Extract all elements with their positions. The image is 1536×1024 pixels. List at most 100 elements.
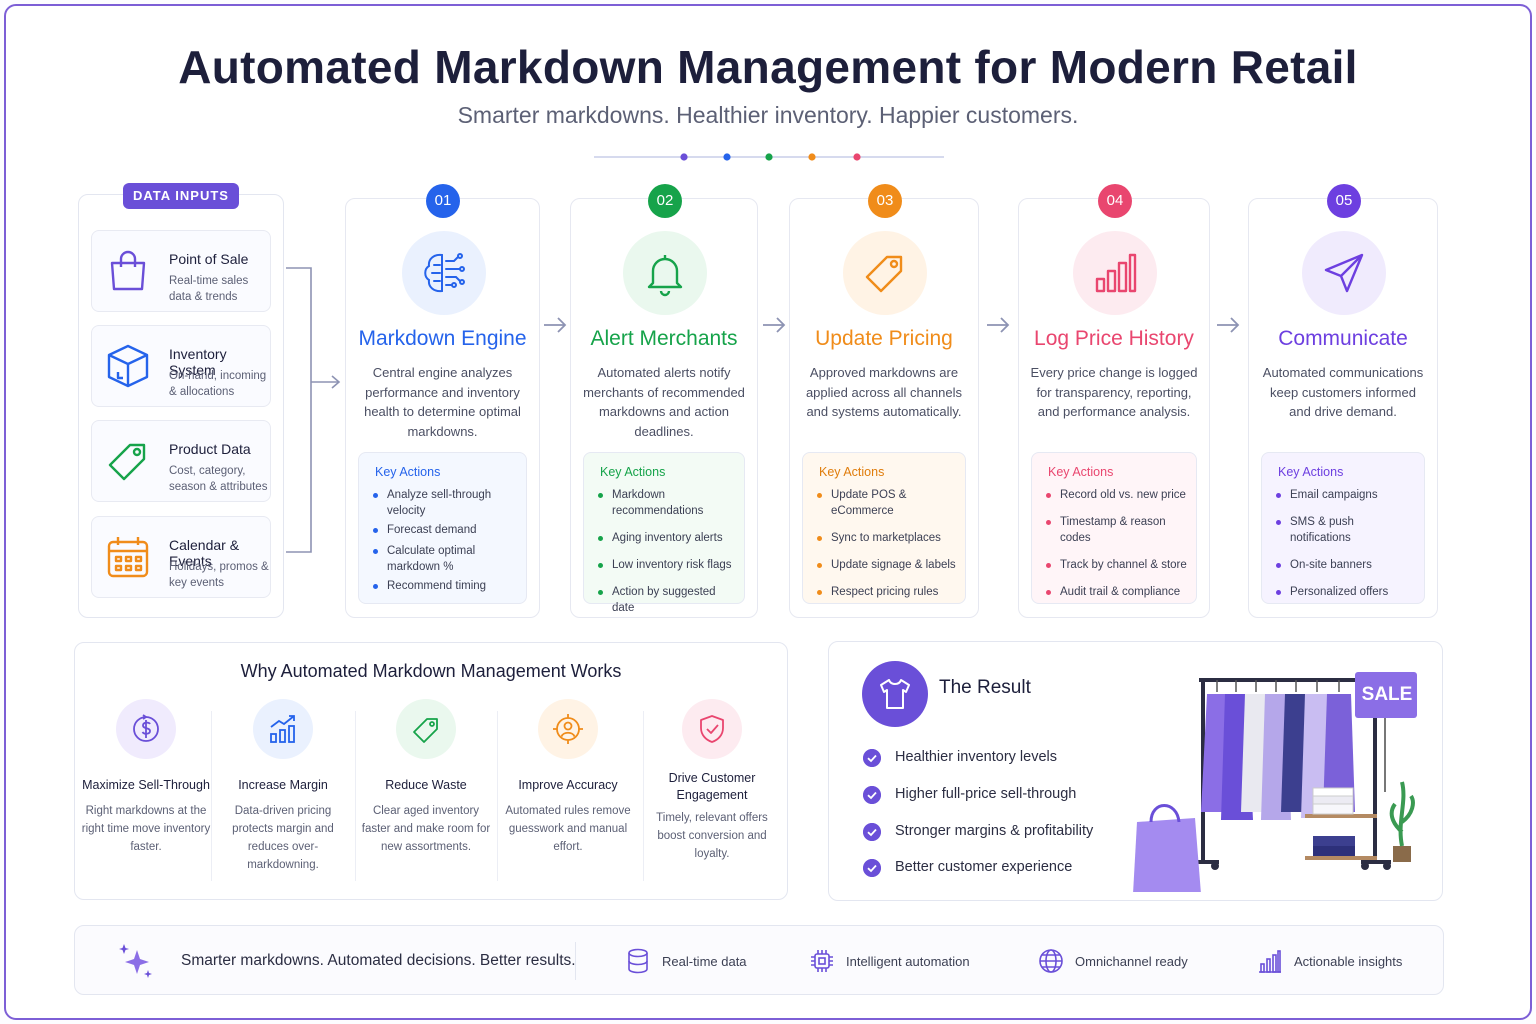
- step-alert-merchants[interactable]: 02 Alert Merchants Automated alerts noti…: [570, 184, 758, 618]
- step-update-pricing[interactable]: 03 Update Pricing Approved markdowns are…: [789, 184, 979, 618]
- result-panel: The Result Healthier inventory levels Hi…: [828, 641, 1443, 901]
- check-icon: [863, 859, 881, 877]
- chip-icon: [811, 950, 833, 972]
- step-text: Every price change is logged for transpa…: [1030, 365, 1198, 419]
- input-desc: Real-time sales data & trends: [169, 275, 249, 303]
- key-action-item: Forecast demand: [373, 522, 518, 538]
- input-desc: Cost, category, season & attributes: [169, 465, 268, 493]
- key-action-item: Record old vs. new price: [1046, 487, 1188, 503]
- target-user-icon: [553, 714, 583, 744]
- check-icon: [863, 823, 881, 841]
- key-action-item: Analyze sell-through velocity: [373, 487, 518, 519]
- step-icon-ring: [843, 231, 927, 315]
- result-item-text: Higher full-price sell-through: [895, 786, 1077, 802]
- input-name: Calendar & Events: [169, 537, 240, 569]
- key-action-item: Update POS & eCommerce: [817, 487, 957, 519]
- step-icon-ring: [402, 231, 486, 315]
- step-title: Update Pricing: [815, 327, 953, 350]
- input-card-inventory-system[interactable]: Inventory System On-hand, incoming & all…: [91, 325, 271, 407]
- step-badge: 02: [648, 184, 682, 218]
- step-icon-ring: [1073, 231, 1157, 315]
- bar-chart-icon: [1095, 253, 1137, 293]
- step-badge: 05: [1327, 184, 1361, 218]
- input-card-point-of-sale[interactable]: Point of Sale Real-time sales data & tre…: [91, 230, 271, 312]
- database-icon: [628, 948, 648, 974]
- benefit-icon-ring: [116, 699, 176, 759]
- globe-icon: [1039, 949, 1063, 973]
- benefit-improve-accuracy: Improve Accuracy Automated rules remove …: [497, 699, 639, 889]
- key-action-item: Audit trail & compliance: [1046, 584, 1188, 600]
- step-title: Markdown Engine: [358, 327, 527, 350]
- step-badge: 01: [426, 184, 460, 218]
- result-item-text: Stronger margins & profitability: [895, 823, 1094, 839]
- flow-arrow: [1217, 317, 1240, 333]
- divider: [497, 711, 498, 881]
- key-action-item: Calculate optimal markdown %: [373, 543, 518, 575]
- flow-arrow: [987, 317, 1010, 333]
- key-actions-box: Key Actions Analyze sell-through velocit…: [358, 452, 527, 604]
- flow-arrow: [544, 317, 567, 333]
- input-card-calendar-events[interactable]: Calendar & Events Holidays, promos & key…: [91, 516, 271, 598]
- page-title: Automated Markdown Management for Modern…: [178, 41, 1358, 93]
- benefit-icon-ring: [396, 699, 456, 759]
- growth-chart-icon: [270, 715, 295, 743]
- key-actions-box: Key Actions Markdown recommendations Agi…: [583, 452, 745, 614]
- benefit-desc: Clear aged inventory faster and make roo…: [361, 805, 491, 853]
- dollar-cycle-icon: [133, 714, 159, 742]
- data-inputs-label: DATA INPUTS: [123, 183, 239, 209]
- divider: [355, 711, 356, 881]
- page-subtitle: Smarter markdowns. Healthier inventory. …: [457, 102, 1079, 128]
- footer-item-label: Actionable insights: [1294, 954, 1403, 969]
- key-action-item: Markdown recommendations: [598, 487, 736, 519]
- benefit-icon-ring: [682, 699, 742, 759]
- decorative-dots: [594, 153, 944, 161]
- insights-chart-icon: [1259, 950, 1281, 973]
- result-item-text: Better customer experience: [895, 859, 1073, 875]
- tag-icon: [413, 718, 438, 743]
- box-icon: [107, 344, 149, 388]
- key-action-item: Email campaigns: [1276, 487, 1416, 503]
- key-actions-box: Key Actions Update POS & eCommerce Sync …: [802, 452, 966, 604]
- footer-item-label: Real-time data: [662, 954, 747, 969]
- key-action-item: Aging inventory alerts: [598, 530, 736, 546]
- shopping-bag-icon: [110, 250, 146, 291]
- benefit-desc: Timely, relevant offers boost conversion…: [656, 812, 768, 860]
- step-title: Alert Merchants: [590, 327, 738, 350]
- key-actions-title: Key Actions: [1278, 465, 1344, 479]
- benefit-maximize-sell-through: Maximize Sell-Through Right markdowns at…: [75, 699, 217, 889]
- step-log-price-history[interactable]: 04 Log Price History Every price change …: [1018, 184, 1210, 618]
- calendar-icon: [107, 537, 149, 578]
- step-text: Approved markdowns are applied across al…: [805, 365, 963, 419]
- brain-circuit-icon: [424, 253, 465, 293]
- sale-sign-text: SALE: [1361, 684, 1413, 705]
- clothing-rack-illustration: [1133, 672, 1417, 892]
- step-badge: 04: [1098, 184, 1132, 218]
- result-icon-ring: [862, 661, 928, 727]
- step-title: Log Price History: [1034, 327, 1194, 350]
- input-name: Point of Sale: [169, 251, 249, 267]
- benefit-icon-ring: [538, 699, 598, 759]
- step-text: Automated alerts notify merchants of rec…: [583, 365, 745, 439]
- footer-bar: Smarter markdowns. Automated decisions. …: [74, 925, 1444, 995]
- key-actions-box: Key Actions Email campaigns SMS & push n…: [1261, 452, 1425, 604]
- input-card-product-data[interactable]: Product Data Cost, category, season & at…: [91, 420, 271, 502]
- step-markdown-engine[interactable]: 01 Markdown Engine Central engine analyz…: [345, 184, 540, 618]
- bell-icon: [647, 255, 683, 297]
- key-action-item: Recommend timing: [373, 578, 518, 594]
- step-title: Communicate: [1278, 327, 1408, 350]
- key-actions-title: Key Actions: [375, 465, 441, 479]
- key-action-item: Timestamp & reason codes: [1046, 514, 1188, 546]
- benefit-reduce-waste: Reduce Waste Clear aged inventory faster…: [355, 699, 497, 889]
- key-actions-box: Key Actions Record old vs. new price Tim…: [1031, 452, 1197, 604]
- key-action-item: Sync to marketplaces: [817, 530, 957, 546]
- key-action-item: Low inventory risk flags: [598, 557, 736, 573]
- key-action-item: Personalized offers: [1276, 584, 1416, 600]
- key-actions-title: Key Actions: [819, 465, 885, 479]
- step-text: Central engine analyzes performance and …: [364, 365, 521, 439]
- key-action-item: Action by suggested date: [598, 584, 736, 616]
- step-communicate[interactable]: 05 Communicate Automated communications …: [1248, 184, 1438, 618]
- footer-item-label: Intelligent automation: [846, 954, 970, 969]
- why-title: Why Automated Markdown Management Works: [240, 661, 622, 681]
- price-tag-icon: [865, 255, 903, 293]
- key-action-item: Update signage & labels: [817, 557, 957, 573]
